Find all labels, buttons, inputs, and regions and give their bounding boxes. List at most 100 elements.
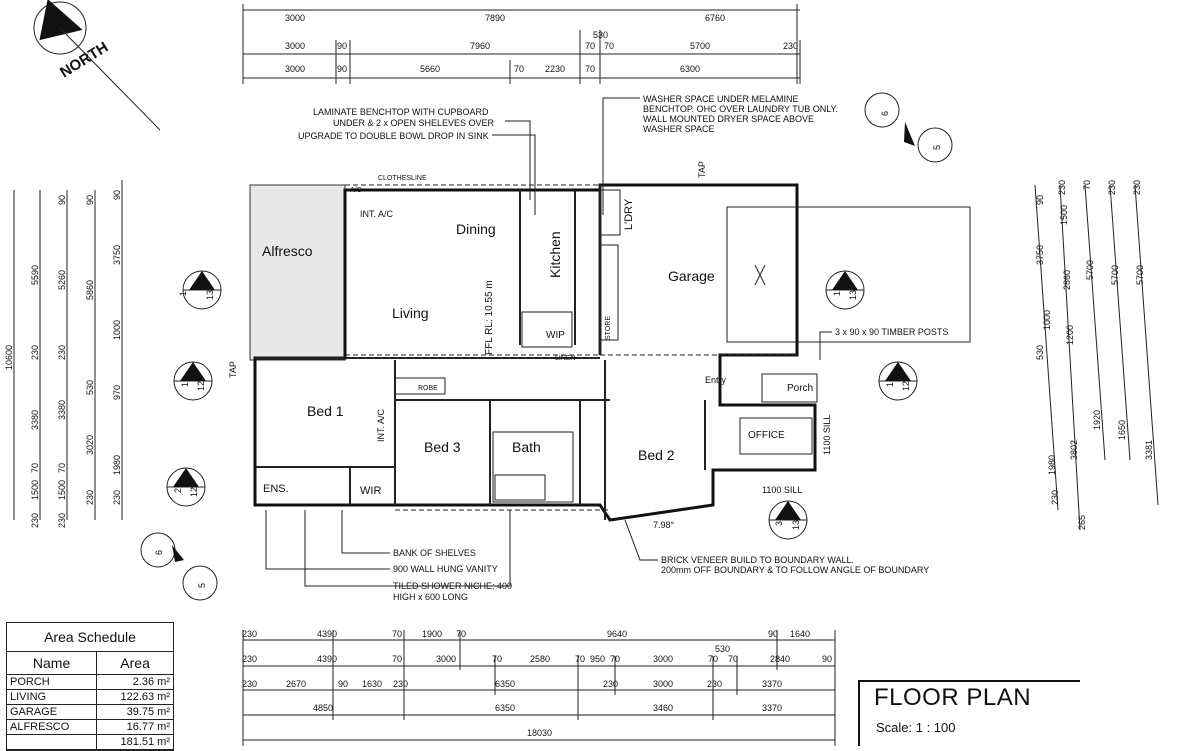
left-dim: 230 [85, 490, 95, 505]
svg-text:1: 1 [180, 382, 190, 387]
room-area: 39.75 m² [96, 704, 173, 720]
right-dimensions: 90 3750 530 1000 1980 230 265 230 1500 2… [1034, 180, 1159, 531]
svg-text:12: 12 [901, 381, 911, 391]
section-marker: 3 13 [768, 500, 808, 540]
bottom-dim: 230 [242, 679, 257, 689]
room-office: OFFICE [748, 430, 785, 441]
top-dim: 7890 [485, 13, 505, 23]
right-dim: 230 [1050, 490, 1060, 505]
total-area: 181.51 m² [96, 734, 173, 750]
area-schedule-table: Name Area PORCH 2.36 m² LIVING 122.63 m²… [7, 652, 173, 750]
sill-label-1: 1100 SILL [822, 415, 832, 455]
left-dim: 230 [112, 490, 122, 505]
svg-text:2: 2 [173, 488, 183, 493]
left-dim: 3750 [112, 245, 122, 265]
right-dim: 5700 [1110, 265, 1120, 285]
left-dim: 1980 [112, 455, 122, 475]
top-dim: 90 [337, 41, 347, 51]
tap-label: TAP [228, 361, 238, 378]
bottom-dim: 230 [242, 654, 257, 664]
table-row: GARAGE 39.75 m² [7, 704, 173, 720]
note-brick-1: BRICK VENEER BUILD TO BOUNDARY WALL. [661, 555, 854, 565]
room-bed3: Bed 3 [424, 439, 461, 455]
room-name: LIVING [7, 689, 97, 705]
bottom-dim: 530 [715, 644, 730, 654]
room-kitchen: Kitchen [547, 231, 563, 278]
ffl-label: FFL RL: 10.55 m [484, 280, 495, 355]
note-benchtop-1: LAMINATE BENCHTOP WITH CUPBOARD [313, 107, 489, 117]
top-dim: 90 [337, 64, 347, 74]
clothesline-label: CLOTHESLINE [378, 175, 427, 182]
left-dim: 5590 [30, 265, 40, 285]
north-arrow: NORTH [33, 0, 161, 131]
left-dim: 1500 [57, 480, 67, 500]
section-marker: 1 13 [178, 270, 222, 310]
bottom-dim: 90 [338, 679, 348, 689]
section-marker: 2 12 [166, 467, 206, 507]
bottom-dim: 230 [242, 629, 257, 639]
table-row: PORCH 2.36 m² [7, 674, 173, 690]
right-dim: 1000 [1042, 310, 1052, 330]
bottom-dim: 230 [393, 679, 408, 689]
left-dim: 230 [57, 513, 67, 528]
room-wip: WIP [546, 330, 565, 341]
note-washer-2: BENCHTOP. OHC OVER LAUNDRY TUB ONLY. [643, 104, 838, 114]
bottom-dim: 950 [590, 654, 605, 664]
int-ac-bed1-label: INT. A/C [376, 408, 386, 442]
svg-text:13: 13 [205, 290, 215, 300]
room-linen: LINEN [555, 355, 576, 362]
note-vanity: 900 WALL HUNG VANITY [393, 564, 498, 574]
room-area: 122.63 m² [96, 689, 173, 705]
room-store: STORE [605, 316, 612, 340]
svg-text:5: 5 [932, 145, 942, 150]
bottom-dim: 70 [575, 654, 585, 664]
bottom-dim: 4850 [313, 703, 333, 713]
svg-text:12: 12 [196, 381, 206, 391]
bottom-dim: 3000 [653, 654, 673, 664]
room-living: Living [392, 305, 429, 321]
bottom-dim: 70 [492, 654, 502, 664]
right-dim: 5700 [1135, 265, 1145, 285]
left-dim: 5860 [85, 280, 95, 300]
left-dim: 3380 [57, 400, 67, 420]
left-dim: 3380 [30, 410, 40, 430]
table-row: ALFRESCO 16.77 m² [7, 719, 173, 735]
right-dim: 3750 [1035, 245, 1045, 265]
section-markers: 1 13 1 13 1 12 1 12 2 12 [140, 92, 953, 601]
room-area: 2.36 m² [96, 674, 173, 690]
right-dim: 1200 [1065, 325, 1075, 345]
total-label [7, 734, 97, 750]
note-washer-4: WASHER SPACE [643, 124, 715, 134]
bottom-dim: 230 [707, 679, 722, 689]
bottom-dim: 3370 [762, 703, 782, 713]
plan-scale: Scale: 1 : 100 [876, 720, 956, 735]
svg-text:1: 1 [178, 291, 188, 296]
left-dim: 90 [85, 195, 95, 205]
left-dim: 90 [112, 190, 122, 200]
top-dim: 7960 [470, 41, 490, 51]
bottom-dim: 70 [610, 654, 620, 664]
bottom-dim: 2580 [530, 654, 550, 664]
top-dim: 5660 [420, 64, 440, 74]
room-dining: Dining [456, 221, 496, 237]
column-header-area: Area [96, 652, 173, 675]
room-bed1: Bed 1 [307, 403, 344, 419]
bottom-dimensions: 230 4390 70 1900 70 9640 90 1640 530 230… [242, 629, 836, 746]
room-garage: Garage [668, 268, 715, 284]
svg-text:1: 1 [832, 291, 842, 296]
int-ac-label: INT. A/C [360, 209, 394, 219]
room-laundry: L'DRY [623, 198, 635, 230]
top-dim: 230 [783, 41, 798, 51]
left-dim: 3020 [85, 435, 95, 455]
right-dim: 230 [1057, 180, 1067, 195]
bottom-dim: 2670 [286, 679, 306, 689]
left-dim: 70 [57, 463, 67, 473]
right-dim: 2860 [1062, 270, 1072, 290]
annotations: LAMINATE BENCHTOP WITH CUPBOARD UNDER & … [265, 94, 948, 602]
right-dim: 1980 [1047, 455, 1057, 475]
room-entry: Entry [705, 375, 727, 385]
north-label: NORTH [57, 39, 111, 82]
left-dim: 230 [30, 513, 40, 528]
room-alfresco: Alfresco [262, 243, 313, 259]
